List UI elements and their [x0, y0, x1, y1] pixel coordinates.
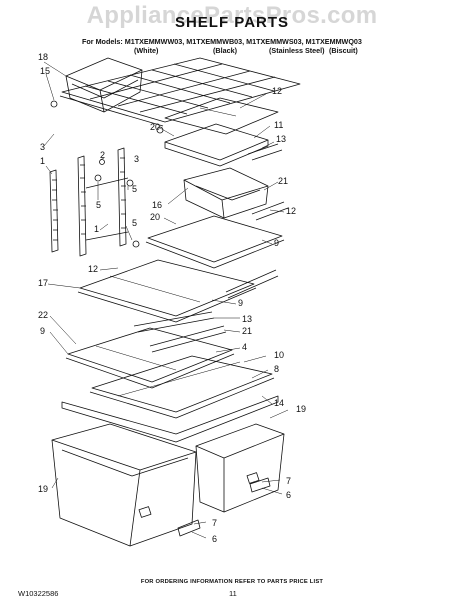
page-number: 11: [229, 589, 237, 598]
callout-1: 1: [40, 156, 45, 166]
deli-drawer: [183, 167, 269, 219]
callout-12: 12: [272, 86, 282, 96]
callout-12c: 12: [88, 264, 98, 274]
hanging-basket: [65, 57, 143, 113]
callout-7b: 7: [212, 518, 217, 528]
callout-20b: 20: [150, 212, 160, 222]
drawer-slides: [177, 477, 271, 537]
callout-3: 3: [40, 142, 45, 152]
screws: [94, 159, 140, 248]
crisper-drawer-right: [195, 423, 285, 513]
shelf-ladder-right: [85, 147, 129, 247]
callout-4: 4: [242, 342, 247, 352]
callout-6b: 6: [212, 534, 217, 544]
callout-19: 19: [296, 404, 306, 414]
color-label-black: (Black): [213, 46, 237, 55]
crisper-cover: [61, 355, 279, 443]
color-label-white: (White): [134, 46, 159, 55]
callout-9c: 9: [40, 326, 45, 336]
glass-shelf-middle: [145, 201, 289, 269]
color-label-stainless: (Stainless Steel): [269, 46, 325, 55]
callout-21: 21: [278, 176, 288, 186]
callout-21b: 21: [242, 326, 252, 336]
callout-11: 11: [274, 120, 283, 130]
color-label-biscuit: (Biscuit): [329, 46, 358, 55]
callout-10: 10: [274, 350, 284, 360]
glass-shelf-lower: [65, 327, 235, 389]
shelf-trim: [133, 311, 227, 353]
page-title: SHELF PARTS: [174, 14, 290, 31]
callout-13: 13: [276, 134, 286, 144]
callout-5c: 5: [132, 218, 137, 228]
watermark: AppliancePartsPros.com: [86, 2, 378, 29]
ordering-info: FOR ORDERING INFORMATION REFER TO PARTS …: [140, 579, 324, 585]
callout-20: 20: [150, 122, 160, 132]
callout-18: 18: [38, 52, 48, 62]
callout-17: 17: [38, 278, 48, 288]
callout-22: 22: [38, 310, 48, 320]
callout-6: 6: [286, 490, 291, 500]
callout-8: 8: [274, 364, 279, 374]
callout-1b: 1: [94, 224, 99, 234]
models-line: For Models: M1TXEMMWW03, M1TXEMMWB03, M1…: [82, 37, 362, 46]
callout-3b: 3: [134, 154, 139, 164]
callout-12b: 12: [286, 206, 296, 216]
wire-shelf-top: [50, 57, 301, 134]
callout-9: 9: [274, 238, 279, 248]
callout-9b: 9: [238, 298, 243, 308]
crisper-drawer-left: [51, 423, 197, 547]
callout-16: 16: [152, 200, 162, 210]
callout-5b: 5: [132, 184, 137, 194]
leader-lines: [43, 61, 289, 539]
shelf-ladder-left: [49, 155, 87, 257]
callout-7: 7: [286, 476, 291, 486]
document-number: W10322586: [18, 589, 59, 598]
glass-shelf-upper-right: [164, 97, 283, 167]
callout-14: 14: [274, 398, 284, 408]
glass-shelf-left-middle: [77, 259, 279, 323]
callout-19b: 19: [38, 484, 48, 494]
callout-2: 2: [100, 150, 105, 160]
callout-15: 15: [40, 66, 50, 76]
callout-13b: 13: [242, 314, 252, 324]
callout-labels: 18 15 3 2 1 5 3 5 1 5 12 20 11 13 21 16 …: [38, 52, 306, 544]
callout-5: 5: [96, 200, 101, 210]
